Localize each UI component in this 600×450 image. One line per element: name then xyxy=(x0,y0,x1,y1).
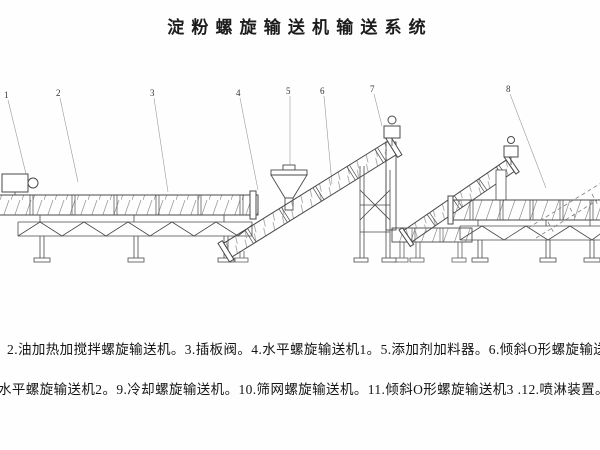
support-tower-incline-1 xyxy=(353,166,397,263)
conveyor-right-horizontal xyxy=(447,195,600,225)
drive-motor-left xyxy=(1,173,39,195)
leader-lines xyxy=(7,93,547,193)
callout-numbers: 1 2 3 4 5 6 7 8 xyxy=(4,84,511,100)
callout-3: 3 xyxy=(150,88,155,98)
callout-5: 5 xyxy=(286,86,291,96)
motor-incline-1 xyxy=(383,115,401,146)
additive-feeder-hopper xyxy=(270,164,308,211)
callout-8: 8 xyxy=(506,84,511,94)
trestle-right xyxy=(459,220,600,263)
legend-line-2: 水平螺旋输送机2。9.冷却螺旋输送机。10.筛网螺旋输送机。11.倾斜O形螺旋输… xyxy=(0,382,600,397)
spray-device xyxy=(527,183,600,239)
conveyor-incline-1 xyxy=(217,115,403,263)
callout-2: 2 xyxy=(56,88,61,98)
conveyor-left-horizontal xyxy=(0,173,259,220)
component-legend: 1。2.油加热加搅拌螺旋输送机。3.插板阀。4.水平螺旋输送机1。5.添加剂加料… xyxy=(0,330,600,410)
conveyor-system-diagram: 1 2 3 4 5 6 7 8 xyxy=(0,84,600,263)
callout-7: 7 xyxy=(370,84,375,94)
trestle-left xyxy=(17,215,253,263)
callout-1: 1 xyxy=(4,90,9,100)
conveyor-incline-2 xyxy=(398,136,520,263)
callout-6: 6 xyxy=(320,86,325,96)
page-title: 淀粉螺旋输送机输送系统 xyxy=(167,18,433,37)
legend-line-1: 1。2.油加热加搅拌螺旋输送机。3.插板阀。4.水平螺旋输送机1。5.添加剂加料… xyxy=(0,342,600,357)
motor-incline-2 xyxy=(503,136,519,165)
callout-4: 4 xyxy=(236,88,241,98)
